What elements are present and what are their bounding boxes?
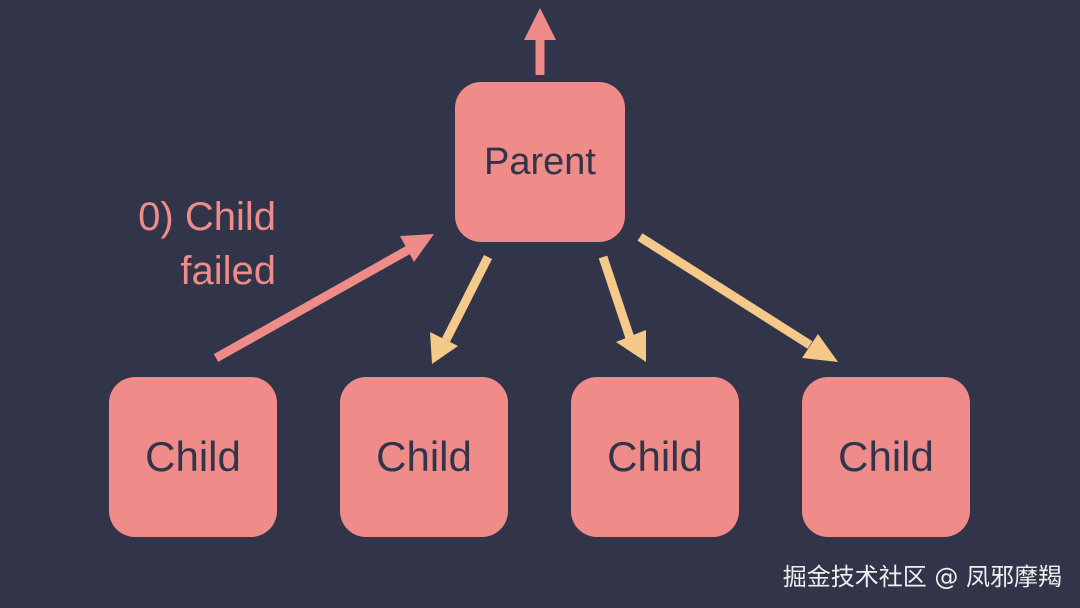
child-node-2: Child: [340, 377, 508, 537]
child-label: Child: [376, 433, 472, 480]
child-label: Child: [145, 433, 241, 480]
restart-arrow-child-4: [637, 233, 838, 362]
parent-label: Parent: [484, 140, 596, 183]
escalate-up-arrow: [524, 8, 556, 75]
failure-arrow: [213, 234, 434, 362]
child-node-3: Child: [571, 377, 739, 537]
child-node-1: Child: [109, 377, 277, 537]
child-label: Child: [838, 433, 934, 480]
child-label: Child: [607, 433, 703, 480]
child-node-4: Child: [802, 377, 970, 537]
annotation-line-1: 0) Child: [138, 195, 276, 239]
failure-annotation: 0) Child failed: [100, 190, 276, 298]
annotation-line-2: failed: [180, 249, 276, 293]
restart-arrow-child-3: [598, 255, 646, 362]
parent-node: Parent: [455, 82, 625, 242]
watermark: 掘金技术社区 @ 凤邪摩羯: [782, 563, 1062, 591]
restart-arrow-child-2: [430, 254, 493, 364]
